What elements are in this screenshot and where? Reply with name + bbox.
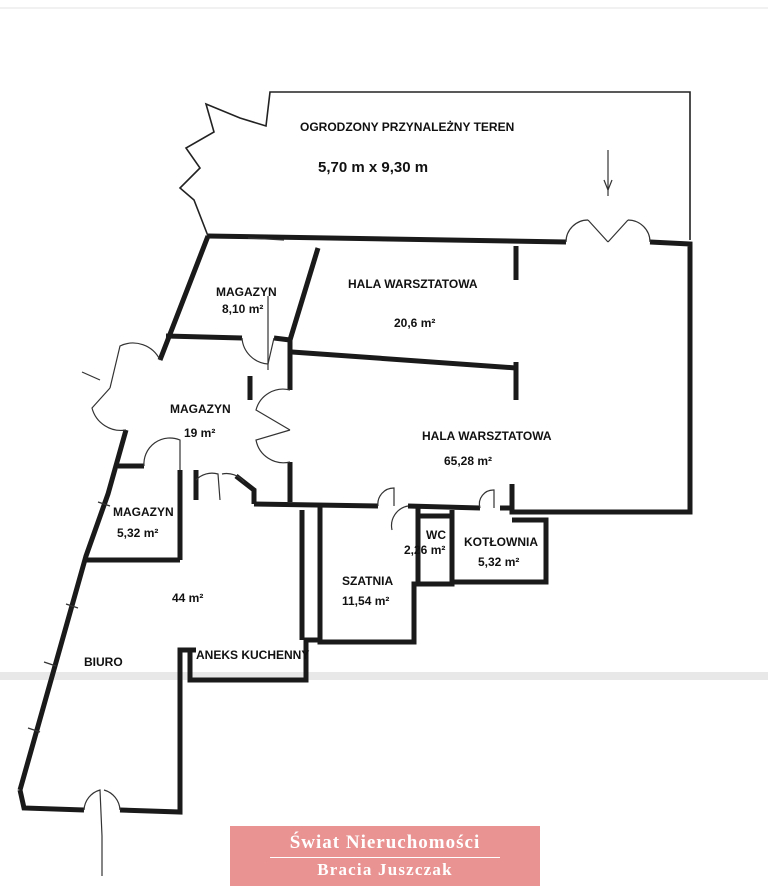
room-magazyn-3-name: MAGAZYN: [113, 505, 174, 519]
terrace-title: OGRODZONY PRZYNALEŻNY TEREN: [300, 119, 514, 134]
room-magazyn-2-area: 19 m²: [184, 426, 215, 440]
room-biuro-name: BIURO: [84, 655, 123, 669]
room-office-area: 44 m²: [172, 591, 203, 605]
terrace-dimensions: 5,70 m x 9,30 m: [318, 159, 428, 176]
room-szatnia-name: SZATNIA: [342, 574, 393, 588]
room-aneks-name: ANEKS KUCHENNY: [196, 648, 309, 662]
logo-line-1: Świat Nieruchomości: [289, 832, 481, 853]
room-kotlownia-area: 5,32 m²: [478, 555, 519, 569]
room-magazyn-2-name: MAGAZYN: [170, 402, 231, 416]
agency-logo: Świat Nieruchomości Bracia Juszczak: [230, 826, 540, 886]
windows: [27, 237, 285, 733]
room-hala-1-name: HALA WARSZTATOWA: [348, 277, 478, 291]
room-hala-2-name: HALA WARSZTATOWA: [422, 429, 552, 443]
room-kotlownia-name: KOTŁOWNIA: [464, 535, 538, 549]
logo-divider: [270, 857, 500, 858]
doors: [81, 150, 651, 876]
room-wc-area: 2,26 m²: [404, 543, 445, 557]
room-hala-1-area: 20,6 m²: [394, 316, 435, 330]
room-hala-2-area: 65,28 m²: [444, 454, 492, 468]
interior-walls: [86, 246, 519, 642]
room-magazyn-1-name: MAGAZYN: [216, 285, 277, 299]
outer-walls: [17, 233, 693, 815]
logo-line-2: Bracia Juszczak: [317, 860, 453, 879]
room-magazyn-3-area: 5,32 m²: [117, 526, 158, 540]
terrace-labels: OGRODZONY PRZYNALEŻNY TEREN 5,70 m x 9,3…: [300, 119, 514, 176]
room-labels: MAGAZYN 8,10 m² HALA WARSZTATOWA 20,6 m²…: [84, 277, 552, 669]
room-wc-name: WC: [426, 528, 446, 542]
room-magazyn-1-area: 8,10 m²: [222, 302, 263, 316]
room-szatnia-area: 11,54 m²: [342, 594, 389, 608]
terrace-outline: [178, 91, 691, 240]
